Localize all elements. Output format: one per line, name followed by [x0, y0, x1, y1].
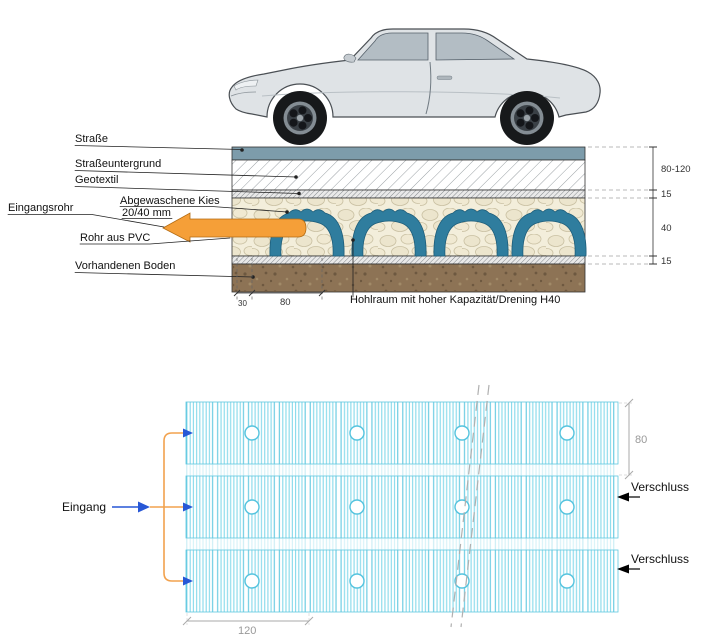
strasse-leader-dot [240, 148, 244, 152]
eingangsrohr-label: Eingangsrohr [8, 202, 74, 214]
inlet-arrow-top [183, 428, 193, 438]
dim-module: 40 [661, 223, 672, 234]
front-wheel [273, 91, 327, 145]
car-headlight [233, 79, 259, 91]
verschluss-bottom-arrow [617, 564, 629, 574]
port-circle [349, 573, 365, 589]
plan-inspection-ports [244, 425, 575, 589]
hohlraum-leader-dot [351, 238, 355, 242]
geotextil-leader-dot [297, 191, 301, 196]
port-circle [454, 499, 470, 515]
geotextil-leader [74, 186, 300, 194]
eingangsrohr-leader [7, 214, 165, 228]
plan-gap-2 [186, 538, 618, 550]
dim-80: 80 [280, 297, 291, 308]
section-dimensions-right: 80-120 15 40 15 [588, 146, 691, 267]
plan-dim-row: 80 [619, 398, 647, 480]
dim-30: 30 [238, 299, 247, 308]
dim-bottom-ticks [233, 289, 326, 297]
dim-bed: 15 [661, 256, 672, 267]
untergrund-leader [74, 170, 297, 178]
inlet-distribution-bracket [150, 432, 183, 582]
port-circle [559, 499, 575, 515]
kies-leader-dot [285, 210, 289, 214]
port-circle [559, 573, 575, 589]
kies-leader [119, 206, 288, 213]
port-circle [349, 499, 365, 515]
untergrund-label: Straßeuntergrund [75, 158, 161, 170]
plan-view: Eingang Verschluss Verschluss 80 120 [62, 384, 689, 637]
car-door-seam [425, 61, 432, 115]
car-front-window [357, 32, 429, 61]
car-bumper-line [230, 91, 257, 97]
inlet-arrows [112, 428, 193, 586]
car-mirror [343, 53, 357, 63]
kies-label-line1: Abgewaschene Kies [120, 195, 220, 207]
dim-extension-lines [588, 146, 658, 265]
hohlraum-label: Hohlraum mit hoher Kapazität/Drening H40 [350, 294, 560, 306]
verschluss-top-arrow [617, 492, 629, 502]
plan-dim-row-label: 80 [635, 434, 647, 446]
geotextile-layer [231, 189, 586, 199]
cross-section [162, 146, 587, 293]
subbase-layer [231, 159, 586, 191]
verschluss-bottom-label: Verschluss [631, 552, 689, 566]
car-rear-window [435, 32, 516, 61]
untergrund-leader-dot [294, 175, 298, 179]
port-circle [559, 425, 575, 441]
port-circle [244, 499, 260, 515]
inlet-pipe [162, 212, 307, 243]
verschluss-top-label: Verschluss [631, 480, 689, 494]
geotextil-label: Geotextil [75, 174, 118, 186]
inlet-arrow-bottom [183, 576, 193, 586]
strasse-label: Straße [75, 133, 108, 145]
eingang-arrowhead [138, 501, 150, 513]
section-dimensions-bottom: 30 80 [233, 258, 326, 308]
boden-leader [74, 272, 254, 278]
break-lines [450, 384, 490, 628]
port-circle [244, 425, 260, 441]
pvc-leader [79, 237, 231, 245]
car-illustration [228, 28, 601, 145]
rear-wheel [500, 91, 554, 145]
plan-dim-col-label: 120 [238, 625, 256, 637]
plan-dim-col-ticks [182, 616, 314, 626]
plan-dim-col-extensions [186, 613, 310, 625]
inlet-arrow-middle [183, 502, 193, 512]
dim-ticks [649, 146, 657, 265]
port-circle [244, 573, 260, 589]
port-circle [454, 425, 470, 441]
plan-dim-row-extensions [619, 402, 633, 476]
boden-label: Vorhandenen Boden [75, 260, 175, 272]
pvc-label: Rohr aus PVC [80, 232, 150, 244]
bedding-layer [231, 255, 586, 265]
section-labels: Straße Straßeuntergrund Geotextil Abgewa… [7, 133, 560, 306]
soil-speckles [232, 264, 585, 292]
dim-stack: 80-120 [661, 164, 691, 175]
road-layer [231, 146, 586, 161]
eingang-label: Eingang [62, 500, 106, 514]
plan-dim-row-ticks [624, 398, 634, 480]
plan-dim-col: 120 [182, 613, 314, 637]
strasse-leader [74, 145, 243, 150]
dim-geo: 15 [661, 189, 672, 200]
kies-label-line2: 20/40 mm [122, 207, 171, 219]
port-circle [349, 425, 365, 441]
car-door-handle [436, 75, 453, 80]
verschluss-top-group: Verschluss [617, 480, 689, 502]
plan-gap-1 [186, 464, 618, 476]
car-body [228, 28, 601, 118]
verschluss-bottom-group: Verschluss [617, 552, 689, 574]
